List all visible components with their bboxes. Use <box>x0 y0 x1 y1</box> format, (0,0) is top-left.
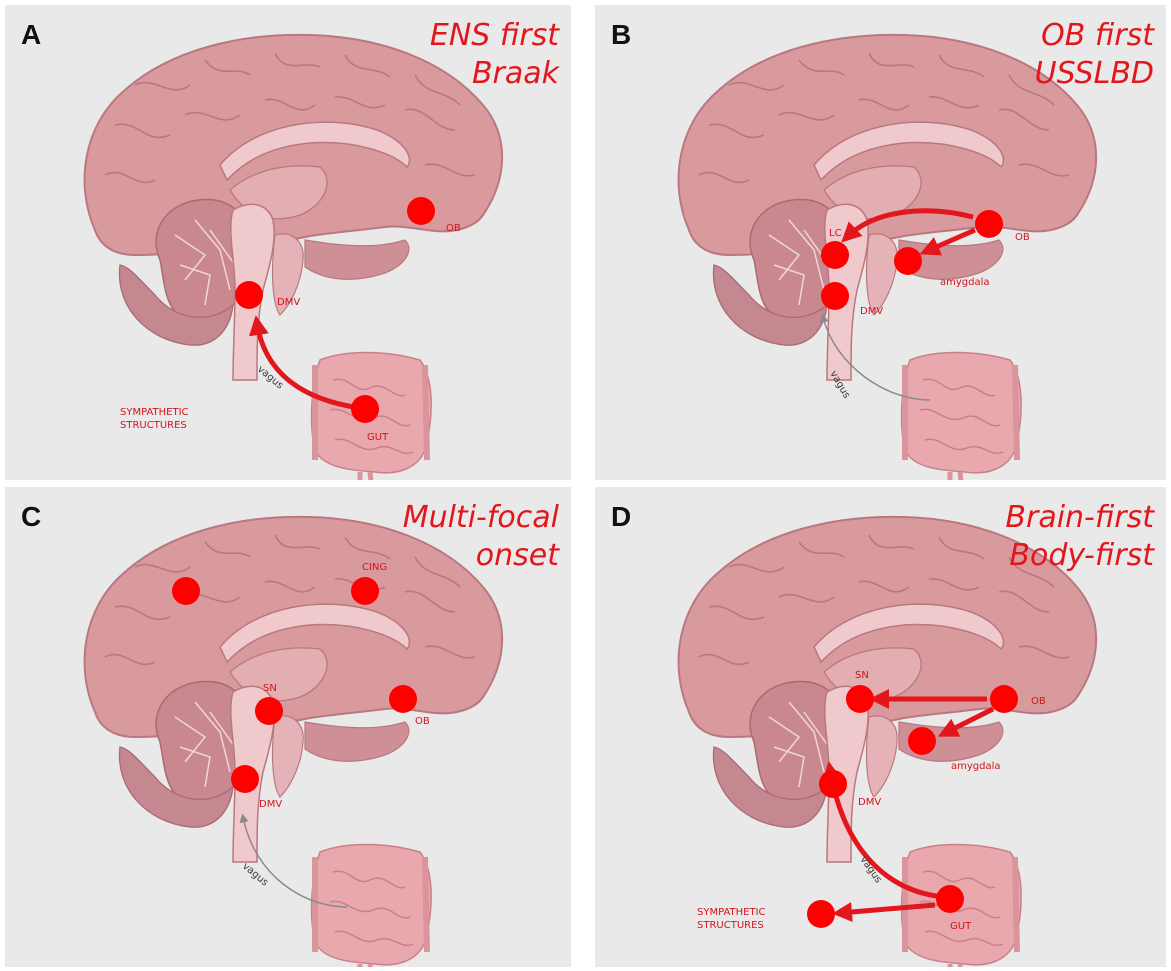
panel-a: OB DMV vagus SYMPATHETIC STRUCTURES GUT … <box>5 5 571 480</box>
panel-title: ENS first Braak <box>430 17 559 93</box>
brain-illustration <box>679 35 1097 380</box>
dmv-label: DMV <box>259 799 282 810</box>
sympathetic-label-line1: SYMPATHETIC <box>697 907 766 918</box>
vagus-label: vagus <box>255 364 285 392</box>
gut-illustration <box>902 353 1022 481</box>
lc-dot <box>821 241 849 269</box>
panel-title: Multi-focal onset <box>403 499 559 575</box>
panel-title: OB first USSLBD <box>1035 17 1154 93</box>
dmv-label: DMV <box>858 797 881 808</box>
ob-dot <box>407 197 435 225</box>
vagus-label: vagus <box>240 861 270 889</box>
ob-label: OB <box>1031 696 1046 707</box>
amygdala-label: amygdala <box>951 761 1001 772</box>
ob-dot <box>990 685 1018 713</box>
panel-b: LC OB amygdala DMV vagus B OB first USSL… <box>595 5 1166 480</box>
amygdala-dot <box>908 727 936 755</box>
sn-label: SN <box>855 670 869 681</box>
panel-letter: D <box>611 501 631 533</box>
amygdala-dot <box>894 247 922 275</box>
panel-title: Brain-first Body-first <box>1005 499 1154 575</box>
ob-label: OB <box>415 716 430 727</box>
panel-title-line2: Body-first <box>1005 537 1154 575</box>
cing-dot <box>351 577 379 605</box>
panel-title-line2: onset <box>403 537 559 575</box>
ob-dot <box>975 210 1003 238</box>
lc-label: LC <box>829 228 842 239</box>
panel-title-line2: Braak <box>430 55 559 93</box>
dmv-dot <box>235 281 263 309</box>
panel-title-line1: OB first <box>1035 17 1154 55</box>
panel-title-line1: Brain-first <box>1005 499 1154 537</box>
sympathetic-label-line1: SYMPATHETIC <box>120 407 189 418</box>
sympathetic-dot <box>807 900 835 928</box>
dmv-label: DMV <box>860 306 883 317</box>
panel-title-line1: ENS first <box>430 17 559 55</box>
panel-letter: C <box>21 501 41 533</box>
sympathetic-label-line2: STRUCTURES <box>697 920 764 931</box>
gut-label: GUT <box>367 432 389 443</box>
ob-dot <box>389 685 417 713</box>
panel-d: SN OB amygdala DMV vagus SYMPATHETIC STR… <box>595 487 1166 967</box>
dmv-dot <box>821 282 849 310</box>
sn-dot <box>255 697 283 725</box>
panel-c: CING SN OB DMV vagus C Multi-focal onset <box>5 487 571 967</box>
gut-label: GUT <box>950 921 972 932</box>
ob-label: OB <box>446 223 461 234</box>
sn-label: SN <box>263 683 277 694</box>
cing-label: CING <box>362 562 387 573</box>
panel-title-line1: Multi-focal <box>403 499 559 537</box>
amygdala-label: amygdala <box>940 277 990 288</box>
dmv-label: DMV <box>277 297 300 308</box>
dmv-dot <box>819 770 847 798</box>
gut-dot <box>351 395 379 423</box>
panel-letter: B <box>611 19 631 51</box>
sympathetic-label-line2: STRUCTURES <box>120 420 187 431</box>
ob-label: OB <box>1015 232 1030 243</box>
sn-dot <box>846 685 874 713</box>
dmv-dot <box>231 765 259 793</box>
panel-letter: A <box>21 19 41 51</box>
cortex-dot <box>172 577 200 605</box>
gut-dot <box>936 885 964 913</box>
panel-title-line2: USSLBD <box>1035 55 1154 93</box>
